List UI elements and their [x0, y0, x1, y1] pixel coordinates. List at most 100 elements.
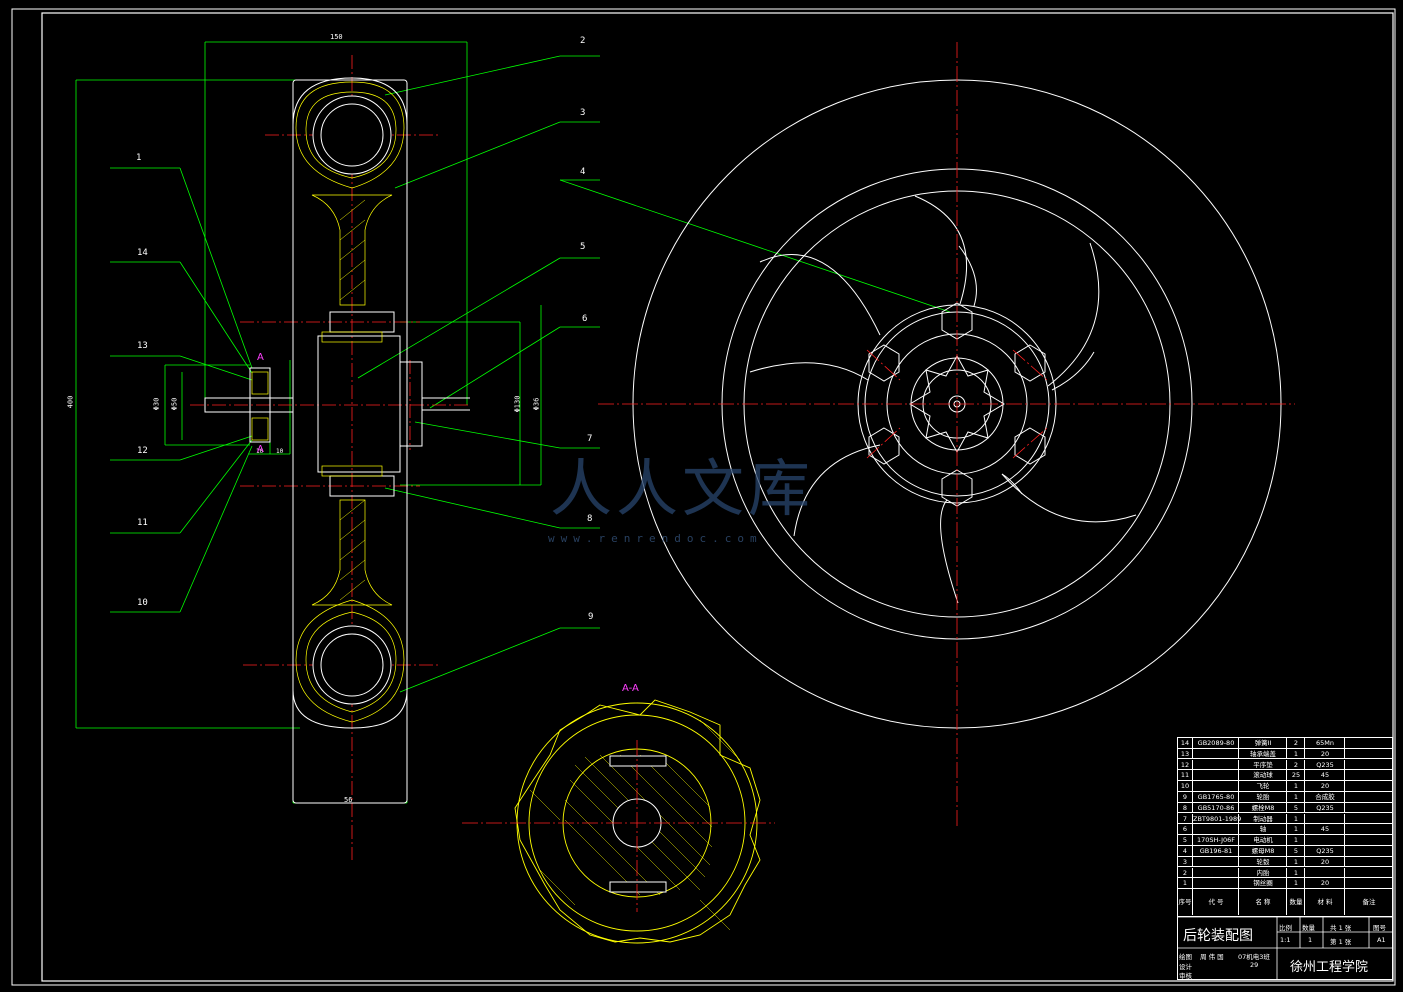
bom-cell-no: 7 — [1182, 814, 1188, 823]
side-view — [75, 41, 951, 860]
department: 07机电3班 — [1238, 953, 1270, 961]
callout-13: 13 — [137, 341, 148, 351]
outer-frame — [11, 8, 1396, 986]
bom-cell-qty: 25 — [1286, 770, 1305, 781]
bom-cell-name: 轮毂 — [1238, 856, 1287, 867]
bom-cell-name: 螺栓M8 — [1238, 802, 1287, 813]
review-label: 审核 — [1179, 972, 1192, 980]
bom-cell-code — [1192, 878, 1239, 889]
bom-cell-code: GB2089-80 — [1192, 738, 1239, 748]
bom-cell-no: 14 — [1180, 739, 1190, 747]
section-title: A-A — [622, 683, 639, 694]
bom-cell-qty: 1 — [1286, 824, 1305, 835]
bom-cell-no: 6 — [1182, 825, 1188, 834]
bom-cell-no: 3 — [1182, 857, 1188, 866]
bom-cell-name: 平序垫 — [1238, 759, 1287, 770]
bom-cell-no: 5 — [1182, 836, 1188, 845]
section-a-a — [514, 699, 761, 944]
bom-cell-name: 轮胎 — [1238, 792, 1287, 802]
centerlines — [190, 55, 470, 860]
bom-cell-mat: 20 — [1304, 781, 1345, 792]
bom-cell-qty: 5 — [1286, 846, 1305, 856]
bom-cell-note — [1344, 867, 1393, 878]
inner-frame — [41, 12, 1394, 982]
bom-cell-qty: 1 — [1286, 813, 1305, 824]
scale-value: 1:1 — [1280, 936, 1291, 944]
bom-cell-note — [1344, 835, 1393, 846]
bom-header-mat: 材 料 — [1304, 889, 1345, 916]
bom-cell-code: ZBT9801-1989 — [1192, 813, 1242, 824]
bom-cell-no: 9 — [1182, 793, 1188, 801]
bom-cell-code: GB196-81 — [1192, 846, 1239, 856]
bom-header-no: 序号 — [1178, 898, 1192, 907]
sheet-count: 共 1 张 — [1330, 924, 1352, 932]
dim-overall-height: 400 — [66, 395, 75, 409]
bom-cell-mat: Q235 — [1304, 846, 1345, 856]
bom-cell-note — [1344, 770, 1393, 781]
bom-cell-name: 轴 — [1238, 824, 1287, 835]
dim-d4: Φ36 — [532, 397, 541, 411]
bom-cell-code — [1192, 759, 1239, 770]
bom-cell-mat — [1304, 867, 1345, 878]
hub-bolts — [868, 302, 1046, 507]
bom-cell-code — [1192, 856, 1239, 867]
bom-cell-mat — [1304, 813, 1345, 824]
bom-cell-code — [1192, 770, 1239, 781]
callout-2: 2 — [580, 36, 586, 46]
bom-cell-mat: 20 — [1304, 856, 1345, 867]
section-mark-top: A — [257, 352, 264, 363]
bom-cell-note — [1344, 738, 1393, 748]
bom-cell-qty: 2 — [1286, 738, 1305, 748]
dim-d3: Φ130 — [513, 395, 522, 413]
drawing-no: A1 — [1377, 936, 1386, 944]
bom-cell-no: 2 — [1182, 868, 1188, 877]
bom-cell-code — [1192, 867, 1239, 878]
qty-label: 数量 — [1302, 924, 1315, 932]
bom-cell-name: 内胎 — [1238, 867, 1287, 878]
bom-cell-code: 170SH-J06F — [1192, 835, 1239, 846]
dim-w2: 10 — [276, 448, 284, 455]
bom-cell-note — [1344, 813, 1393, 824]
callout-7: 7 — [587, 434, 593, 444]
bom-cell-qty: 1 — [1286, 781, 1305, 792]
bom-cell-note — [1344, 802, 1393, 813]
bom-cell-name: 轴承端盖 — [1238, 748, 1287, 759]
section-mark-bottom: A — [257, 444, 264, 455]
qty-value: 1 — [1308, 936, 1313, 944]
dimension-lines — [75, 41, 951, 804]
bom-cell-qty: 5 — [1286, 802, 1305, 813]
bom-cell-no: 8 — [1182, 803, 1188, 812]
callout-3: 3 — [580, 108, 586, 118]
bom-cell-no: 13 — [1180, 749, 1190, 758]
callout-10: 10 — [137, 598, 148, 608]
bom-cell-note — [1344, 792, 1393, 802]
bom-cell-mat: 20 — [1304, 748, 1345, 759]
bom-cell-qty: 1 — [1286, 867, 1305, 878]
tyre-top — [295, 81, 405, 189]
bom-cell-code — [1192, 824, 1239, 835]
bom-cell-note — [1344, 759, 1393, 770]
bom-cell-note — [1344, 824, 1393, 835]
callout-9: 9 — [588, 612, 594, 622]
tyre-bottom — [295, 599, 405, 723]
dim-d2: Φ50 — [170, 397, 179, 411]
school-name: 徐州工程学院 — [1290, 960, 1369, 975]
bom-cell-name: 钢丝圈 — [1238, 878, 1287, 889]
bom-cell-mat: 65Mn — [1304, 738, 1345, 748]
bom-cell-no: 11 — [1180, 771, 1190, 780]
callout-12: 12 — [137, 446, 148, 456]
drawing-no-label: 图号 — [1373, 924, 1386, 932]
callout-1: 1 — [136, 153, 142, 163]
dim-w1: 10 — [256, 448, 264, 455]
bom-cell-code — [1192, 781, 1239, 792]
bom-cell-note — [1344, 748, 1393, 759]
